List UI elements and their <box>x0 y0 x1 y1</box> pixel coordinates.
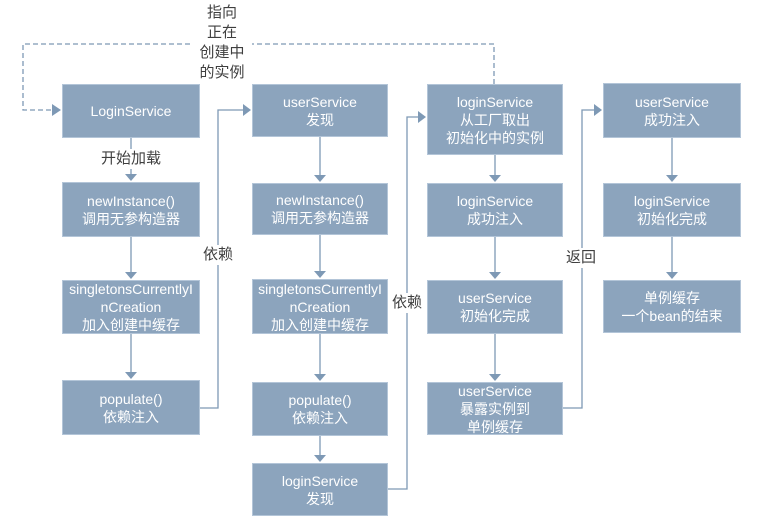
arrow-c3-b3-to-b4 <box>489 334 501 381</box>
arrow-c2-b3-to-b4 <box>314 334 326 381</box>
box-singleton-cache-end: 单例缓存 一个bean的结束 <box>603 280 741 333</box>
start-loading-label: 开始加载 <box>96 149 166 169</box>
arrow-c4-b1-to-b2 <box>666 138 678 182</box>
box-loginservice-discovered: loginService 发现 <box>252 463 388 516</box>
box-singletons-in-creation-2: singletonsCurrentlyI nCreation 加入创建中缓存 <box>252 279 388 334</box>
arrow-c4-b2-to-b3 <box>666 237 678 279</box>
box-loginservice-initialized: loginService 初始化完成 <box>603 183 741 237</box>
depends-label-2: 依赖 <box>391 293 423 313</box>
arrow-c2-b2-to-b3 <box>314 235 326 278</box>
arrow-c3-b1-to-b2 <box>489 155 501 182</box>
box-newinstance-1: newInstance() 调用无参构造器 <box>62 182 200 237</box>
box-userservice-discovered: userService 发现 <box>252 84 388 137</box>
arrow-c3-b2-to-b3 <box>489 237 501 279</box>
arrow-c1-b2-to-b3 <box>125 237 137 279</box>
box-userservice-exposed: userService 暴露实例到 单例缓存 <box>427 382 563 435</box>
box-singletons-in-creation-1: singletonsCurrentlyI nCreation 加入创建中缓存 <box>62 280 200 334</box>
box-userservice-initialized: userService 初始化完成 <box>427 280 563 334</box>
dashed-pointer-line <box>22 43 495 116</box>
return-label: 返回 <box>565 248 597 268</box>
box-populate-2: populate() 依赖注入 <box>252 382 388 436</box>
pointer-note-label: 指向 正在 创建中 的实例 <box>192 3 252 83</box>
box-userservice-injected: userService 成功注入 <box>603 83 741 138</box>
box-loginservice-injected: loginService 成功注入 <box>427 183 563 237</box>
arrow-c2-b4-to-b5 <box>314 436 326 462</box>
arrow-c2-b1-to-b2 <box>314 137 326 182</box>
box-loginservice: LoginService <box>62 84 200 138</box>
box-newinstance-2: newInstance() 调用无参构造器 <box>252 183 388 235</box>
depends-label-1: 依赖 <box>202 245 234 265</box>
box-loginservice-from-factory: loginService 从工厂取出 初始化中的实例 <box>427 84 563 155</box>
box-populate-1: populate() 依赖注入 <box>62 380 200 435</box>
arrow-c1-b3-to-b4 <box>125 334 137 379</box>
